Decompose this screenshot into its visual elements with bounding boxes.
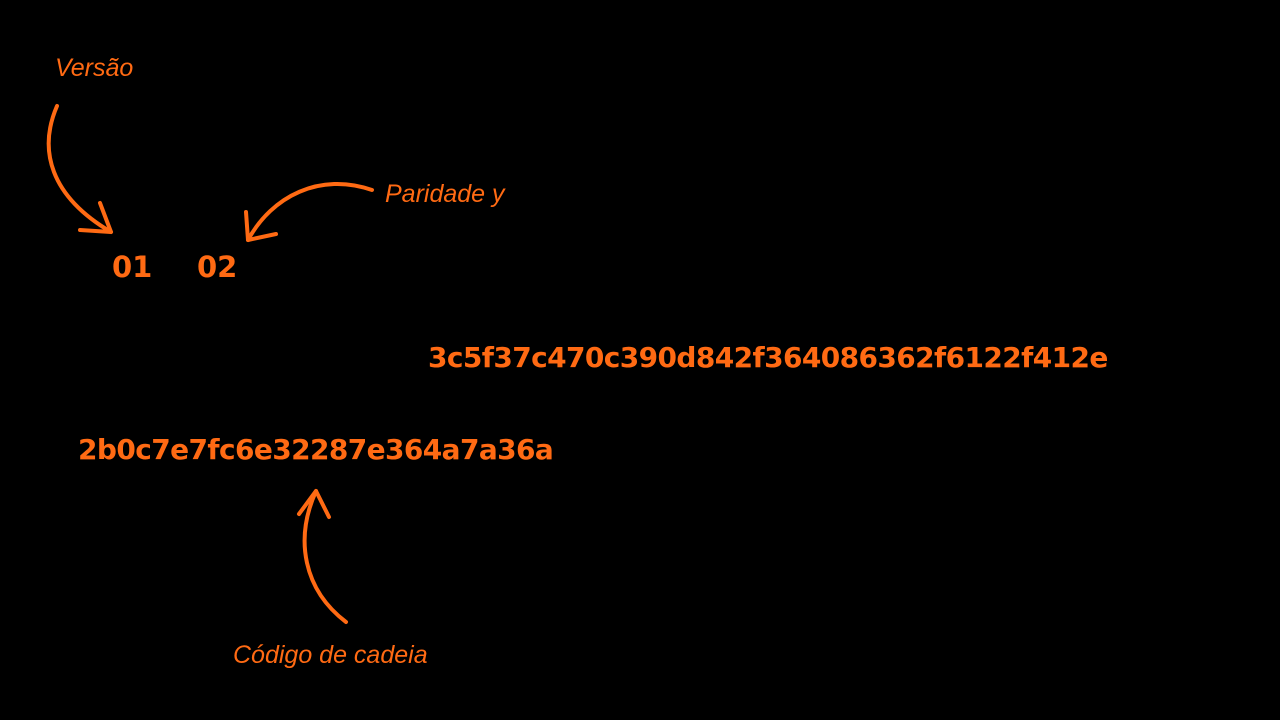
chain-code-arrow-head (297, 489, 331, 519)
y-parity-arrow (244, 181, 374, 242)
version-arrow-shaft (46, 104, 113, 234)
version-byte: 01 (112, 250, 153, 284)
y-parity-arrow-head (244, 210, 278, 242)
y-parity-label: Paridade y (385, 180, 505, 208)
chain-code-label: Código de cadeia (233, 641, 428, 669)
y-parity-byte: 02 (197, 250, 238, 284)
key-hex-line: 3c5f37c470c390d842f364086362f6122f412e (428, 341, 1108, 374)
version-arrow (46, 104, 113, 234)
chain-code-arrow-shaft (302, 489, 348, 624)
chain-code-hex: 2b0c7e7fc6e32287e364a7a36a (78, 433, 554, 466)
version-label: Versão (55, 54, 134, 82)
y-parity-arrow-shaft (246, 181, 374, 242)
version-arrow-head (78, 201, 113, 234)
chain-code-arrow (297, 489, 348, 624)
